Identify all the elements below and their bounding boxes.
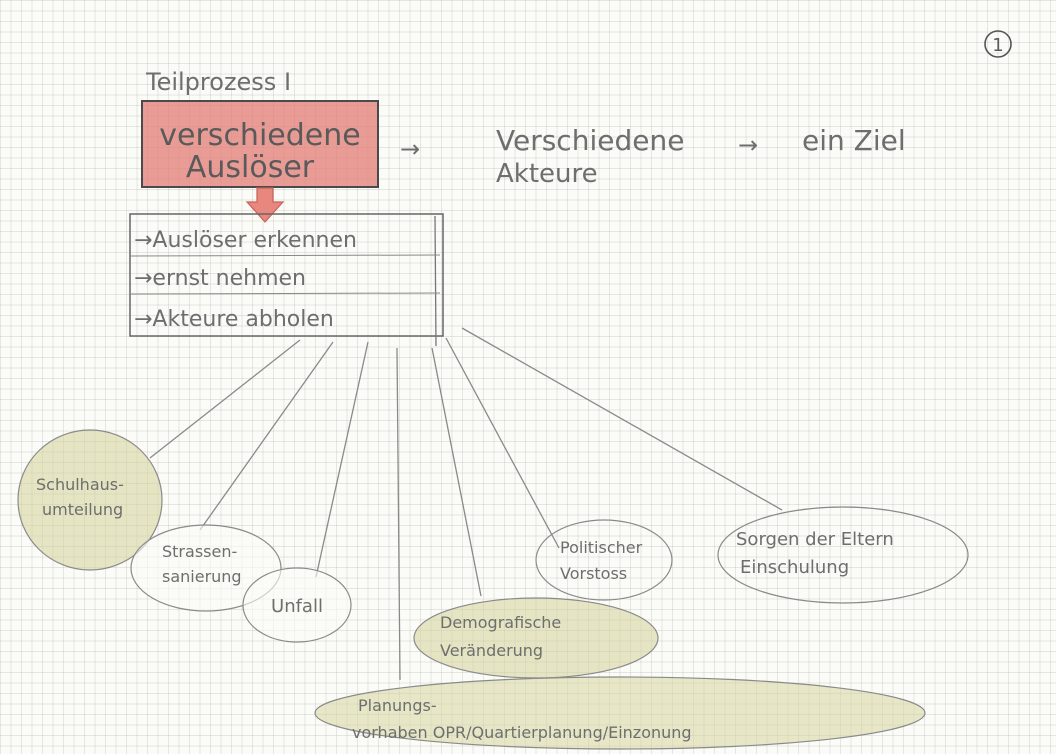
demografie-line2: Veränderung: [440, 641, 543, 660]
trigger-politisch: Politischer Vorstoss: [535, 519, 673, 601]
strassen-line2: sanierung: [162, 567, 242, 586]
planung-ellipse: [314, 676, 926, 750]
trigger-demografie: Demografische Veränderung: [413, 597, 659, 679]
connector-strassen: [199, 341, 334, 531]
trigger-unfall: Unfall: [242, 567, 352, 643]
trigger-sorgen: Sorgen der Eltern Einschulung: [717, 506, 969, 604]
trigger-box-fill: [142, 101, 378, 187]
politisch-line1: Politischer: [560, 538, 643, 557]
schulhaus-ellipse: [17, 429, 163, 571]
step-item-2: →ernst nehmen: [134, 266, 306, 291]
trigger-schulhaus: Schulhaus- umteilung: [17, 429, 163, 571]
planung-highlight: [315, 677, 925, 749]
page-number-text: 1: [992, 35, 1003, 56]
politisch-line2: Vorstoss: [560, 564, 627, 583]
schulhaus-line2: umteilung: [42, 500, 123, 519]
trigger-planung: Planungs- vorhaben OPR/Quartierplanung/E…: [314, 676, 926, 750]
strassen-line1: Strassen-: [162, 542, 237, 561]
strassen-ellipse: [130, 524, 282, 612]
connector-politisch: [445, 337, 560, 549]
schulhaus-line1: Schulhaus-: [36, 475, 124, 494]
trigger-box-line1: verschiedene: [159, 118, 360, 153]
step-item-1: →Auslöser erkennen: [134, 228, 357, 253]
steps-box-side-line: [434, 215, 437, 347]
trigger-box-border: [141, 100, 379, 188]
demografie-line1: Demografische: [440, 613, 561, 632]
flow-arrow-2: →: [738, 131, 758, 159]
title-text: Teilprozess I: [145, 68, 291, 96]
connector-demografie: [431, 347, 482, 597]
strassen-bg: [131, 525, 281, 611]
connector-sorgen: [461, 327, 783, 511]
actors-line2: Akteure: [496, 159, 598, 189]
unfall-bg: [243, 568, 351, 642]
connector-unfall: [315, 341, 369, 578]
unfall-text: Unfall: [271, 596, 323, 617]
connector-schulhaus: [149, 339, 301, 459]
down-arrow-icon: [245, 187, 285, 223]
flow-arrow-1: →: [400, 135, 420, 163]
goal-text: ein Ziel: [802, 124, 906, 157]
schulhaus-highlight: [18, 430, 162, 570]
connector-planung: [396, 347, 401, 681]
page-number-circle: [984, 30, 1012, 58]
sorgen-line1: Sorgen der Eltern: [736, 529, 894, 550]
steps-divider-2: [129, 292, 441, 295]
sorgen-line2: Einschulung: [740, 557, 849, 578]
actors-line1: Verschiedene: [496, 124, 684, 157]
sorgen-ellipse: [717, 506, 969, 604]
demografie-highlight: [414, 598, 658, 678]
planung-line2: vorhaben OPR/Quartierplanung/Einzonung: [352, 723, 692, 742]
planung-line1: Planungs-: [358, 696, 437, 715]
trigger-box: verschiedene Auslöser: [141, 100, 379, 188]
steps-divider-1: [129, 254, 441, 257]
step-item-3: →Akteure abholen: [134, 307, 334, 332]
unfall-ellipse: [242, 567, 352, 643]
page-number-marker: 1: [984, 30, 1012, 58]
steps-box: →Auslöser erkennen →ernst nehmen →Akteur…: [129, 213, 444, 347]
trigger-strassen: Strassen- sanierung: [130, 524, 282, 612]
politisch-ellipse: [535, 519, 673, 601]
trigger-box-line2: Auslöser: [186, 150, 315, 185]
connector-lines: [149, 327, 783, 681]
steps-box-border: [129, 213, 444, 337]
